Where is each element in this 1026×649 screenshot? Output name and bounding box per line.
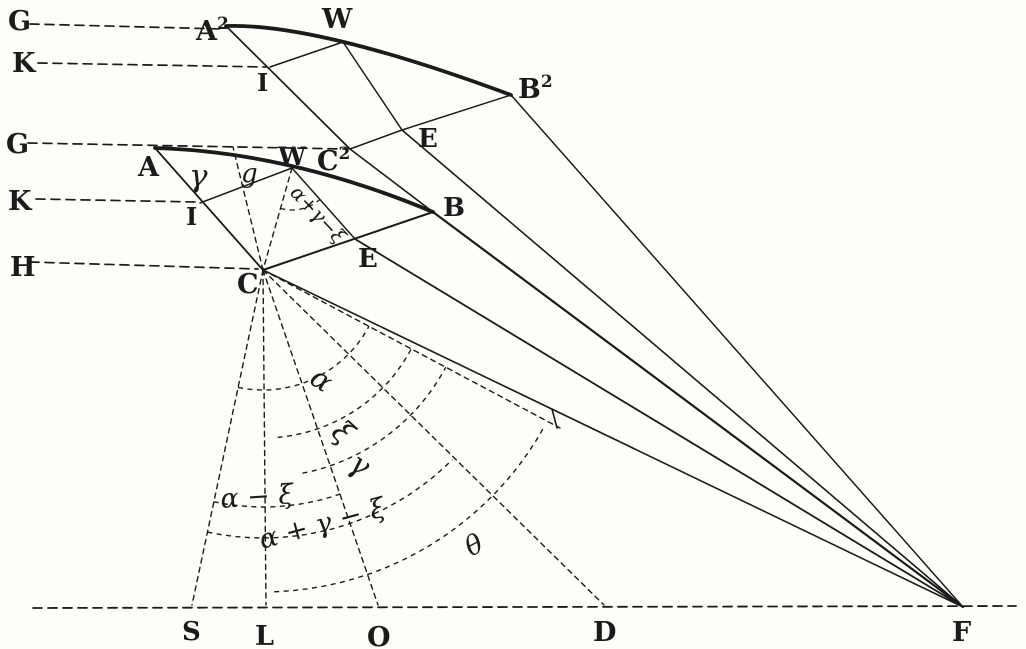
ray-G-to-A-to-C2 (27, 142, 346, 150)
lens-arc-A-W-B (153, 146, 435, 214)
fan-C-S (191, 269, 264, 606)
angle-arc-gamma (302, 366, 447, 474)
label-A: A (137, 152, 160, 183)
label-B: B (443, 193, 465, 223)
line-C-F (262, 269, 964, 608)
angle-arc-alpha-minus-xi (213, 492, 345, 508)
label-K-top: K (12, 48, 37, 79)
label-G-top: G (8, 6, 31, 37)
line-W-E-lower (291, 167, 356, 240)
label-gamma-at-A: γ (189, 158, 208, 194)
angle-arc-alpha-gamma-xi (207, 458, 453, 539)
label-B2-superscript: 2 (541, 72, 553, 92)
angle-arc-theta (274, 425, 546, 593)
line-A-I-C (154, 147, 264, 271)
ray-K-to-I-upper (37, 62, 267, 68)
label-L: L (255, 621, 274, 649)
label-W-lower: W (277, 142, 307, 171)
label-g: g (241, 159, 258, 189)
line-C-E-B (262, 211, 434, 271)
line-I-W-upper (269, 41, 344, 68)
line-I-W-lower (199, 167, 293, 204)
line-E-upper-F (401, 129, 964, 608)
line-C2-E-upper (349, 129, 403, 150)
label-G-mid: G (6, 129, 29, 160)
ray-K-to-I-lower (35, 198, 198, 203)
angle-arc-alpha (237, 325, 370, 391)
ray-H-to-C (29, 261, 259, 270)
label-A2-superscript: 2 (217, 14, 229, 34)
label-alpha-minus-xi: α − ξ (219, 479, 295, 515)
label-F: F (952, 617, 971, 648)
lens-arc-A2-W-B2 (224, 23, 513, 97)
angle-arc-at-W (280, 198, 321, 211)
line-A2-I-C2 (225, 25, 351, 150)
fan-C-L (262, 269, 267, 606)
label-H: H (10, 252, 36, 283)
label-C2-superscript: 2 (339, 144, 351, 164)
label-W-upper: W (321, 4, 353, 35)
ray-G-to-A2 (29, 23, 223, 30)
normal-C-g (232, 146, 264, 271)
normal-W-C (262, 167, 293, 271)
ground-line (32, 605, 1017, 609)
arc6-end-tick (551, 408, 558, 429)
label-E-lower: E (358, 244, 378, 274)
fan-C-toward-F (262, 269, 561, 429)
fan-C-D (262, 269, 605, 606)
line-W-E-upper (342, 41, 403, 131)
line-E-upper-B2 (401, 94, 512, 131)
label-I-lower: I (186, 202, 197, 231)
label-S: S (182, 617, 201, 647)
label-E-upper: E (418, 124, 438, 154)
line-C2-B (349, 148, 434, 213)
label-O: O (367, 622, 391, 649)
label-K-mid: K (8, 186, 33, 217)
fan-C-O (262, 269, 379, 606)
label-D: D (593, 617, 616, 648)
line-B-F (431, 210, 965, 609)
line-B2-F (510, 94, 964, 608)
line-E-lower-F (354, 238, 964, 608)
label-C: C (237, 269, 259, 300)
label-I-upper: I (257, 68, 268, 97)
